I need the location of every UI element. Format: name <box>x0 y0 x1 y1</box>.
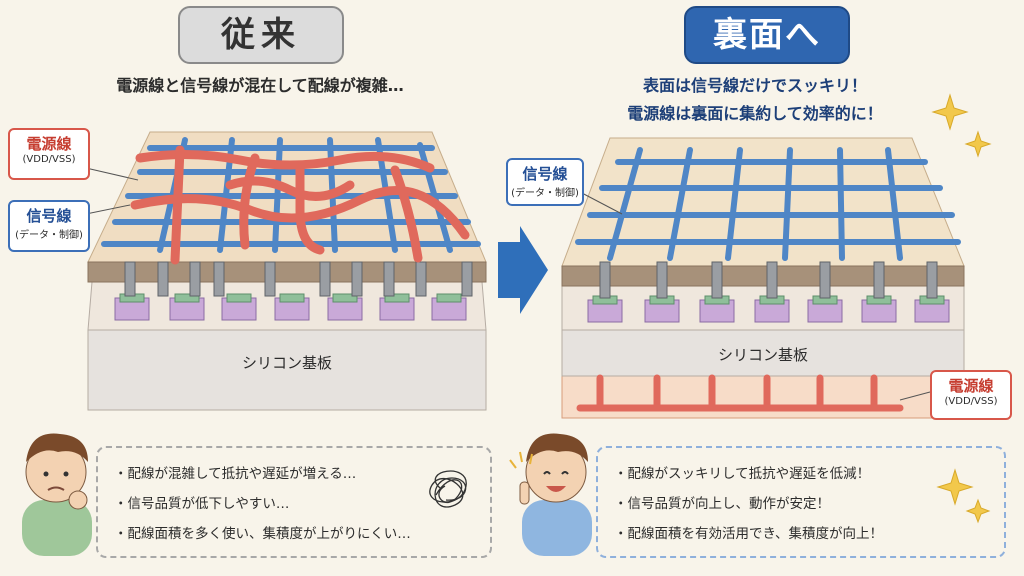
benefit-item: ・配線がスッキリして抵抗や遅延を低減！ <box>614 466 871 482</box>
left-power-label: 電源線 (VDD/VSS) <box>8 128 90 180</box>
right-substrate-label: シリコン基板 <box>717 346 808 364</box>
right-chip-diagram <box>561 137 965 419</box>
backside-benefits-box: ・配線がスッキリして抵抗や遅延を低減！ ・信号品質が向上し、動作が安定！ ・配線… <box>596 446 1006 558</box>
sparkle-icon <box>964 130 992 158</box>
issue-item: ・信号品質が低下しやすい… <box>114 496 290 512</box>
right-signal-label: 信号線 (データ・制御) <box>506 158 584 206</box>
signal-label-title: 信号線 <box>522 165 568 183</box>
power-label-title: 電源線 <box>26 135 72 153</box>
benefit-item: ・配線面積を有効活用でき、集積度が向上！ <box>614 526 884 542</box>
signal-label-sub: (データ・制御) <box>511 188 579 199</box>
power-label-title: 電源線 <box>948 377 994 395</box>
backside-subtitle-line: 表面は信号線だけでスッキリ！ <box>642 76 867 95</box>
conventional-issues-box: ・配線が混雑して抵抗や遅延が増える… ・信号品質が低下しやすい… ・配線面積を多… <box>96 446 492 558</box>
issue-item: ・配線が混雑して抵抗や遅延が増える… <box>114 466 357 482</box>
sparkle-icon <box>931 93 969 131</box>
sparkle-icon <box>936 468 974 506</box>
worried-person-avatar <box>22 433 92 556</box>
left-signal-label: 信号線 (データ・制御) <box>8 200 90 252</box>
benefit-item: ・信号品質が向上し、動作が安定！ <box>614 496 830 512</box>
issue-item: ・配線面積を多く使い、集積度が上がりにくい… <box>114 526 411 542</box>
signal-label-sub: (データ・制御) <box>15 230 83 241</box>
signal-label-title: 信号線 <box>26 207 72 225</box>
backside-subtitle: 表面は信号線だけでスッキリ！ 電源線は裏面に集約して効率的に！ <box>560 72 950 128</box>
tangle-icon <box>429 470 467 508</box>
happy-person-avatar <box>509 433 592 556</box>
arrow-icon <box>498 226 548 314</box>
left-chip-diagram <box>87 131 487 411</box>
conventional-subtitle: 電源線と信号線が混在して配線が複雑… <box>116 76 404 95</box>
right-power-label: 電源線 (VDD/VSS) <box>930 370 1012 420</box>
backside-tag: 裏面へ <box>684 6 850 64</box>
left-substrate-label: シリコン基板 <box>241 354 332 372</box>
power-label-sub: (VDD/VSS) <box>22 154 76 165</box>
power-label-sub: (VDD/VSS) <box>944 396 998 407</box>
backside-subtitle-line: 電源線は裏面に集約して効率的に！ <box>627 104 883 123</box>
conventional-tag: 従来 <box>178 6 344 64</box>
sparkle-icon <box>965 498 991 524</box>
